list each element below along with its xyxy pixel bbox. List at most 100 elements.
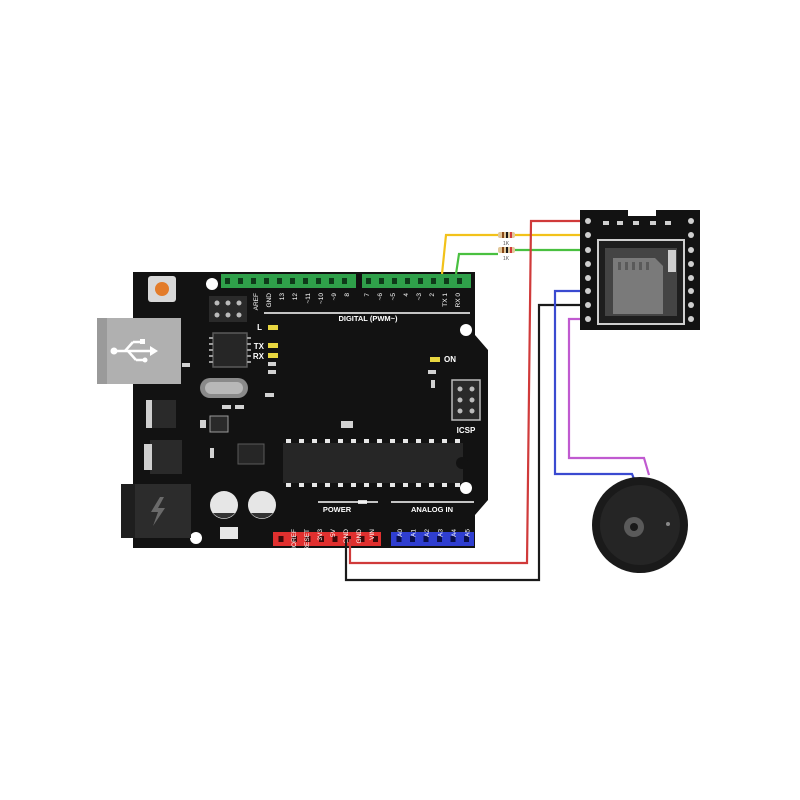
- digital-pin-label: ~10: [318, 293, 325, 304]
- power-header-sockets: [278, 536, 378, 542]
- header-socket: [437, 536, 442, 542]
- wire-black: [344, 303, 580, 582]
- speaker-center: [630, 523, 638, 531]
- header-socket: [278, 536, 284, 542]
- capacitor: [248, 491, 276, 519]
- wire-yellow: [440, 233, 498, 275]
- digital-pin-label: 4: [403, 293, 410, 297]
- analog-pin-label: A5: [465, 529, 472, 537]
- analog-pin-label: A1: [411, 529, 418, 537]
- regulator-tab: [146, 400, 152, 428]
- mount-hole: [190, 532, 202, 544]
- header-socket: [305, 536, 311, 542]
- chip-notch: [456, 457, 468, 469]
- pin-label-aref: AREF: [253, 293, 260, 310]
- digital-header-sockets: [225, 278, 462, 284]
- digital-pin-label: TX 1: [442, 293, 449, 307]
- header-socket: [292, 536, 297, 542]
- sd-card: [613, 258, 663, 314]
- led-l: [268, 325, 278, 330]
- header-socket: [319, 536, 324, 542]
- resistor-bottom: [498, 247, 515, 253]
- header-socket: [359, 536, 365, 542]
- analog-header-sockets: [396, 536, 469, 542]
- digital-pin-label: RX 0: [455, 293, 462, 308]
- led-on: [430, 357, 440, 362]
- digital-pin-label: 8: [344, 293, 351, 297]
- icsp-header: [451, 379, 481, 421]
- mount-hole: [206, 278, 218, 290]
- mount-hole: [460, 482, 472, 494]
- small-chip: [209, 415, 229, 433]
- wire-red: [348, 219, 580, 565]
- led-on-label: ON: [444, 355, 456, 364]
- analog-pin-label: A2: [424, 529, 431, 537]
- resistor-top-label: 1K: [503, 241, 510, 247]
- regulator: [150, 440, 182, 474]
- digital-pin-label: ~3: [416, 293, 423, 301]
- digital-pin-label: 12: [292, 293, 299, 301]
- usb-chip: [212, 332, 248, 368]
- header-socket: [332, 536, 338, 542]
- header-socket: [373, 536, 378, 542]
- regulator-tab: [144, 444, 152, 470]
- digital-pin-label: ~9: [331, 293, 338, 301]
- header-socket: [450, 536, 456, 542]
- power-pin-label: RESET: [304, 529, 311, 551]
- power-pin-label: VIN: [369, 529, 376, 540]
- digital-pin-label: 13: [279, 293, 286, 301]
- header-socket: [396, 536, 402, 542]
- crystal-oscillator-inner: [205, 382, 243, 394]
- analog-pin-label: A4: [451, 529, 458, 537]
- led-rx: [268, 353, 278, 358]
- mp3-top-parts: [603, 221, 671, 225]
- reset-button-cap: [155, 282, 169, 296]
- analog-pin-label: A3: [438, 529, 445, 537]
- microcontroller-chip: [283, 443, 463, 483]
- led-tx: [268, 343, 278, 348]
- capacitor-mark: [251, 513, 273, 519]
- capacitor: [210, 491, 238, 519]
- wire-green: [454, 252, 498, 275]
- regulator: [150, 400, 176, 428]
- analog-header: [391, 532, 474, 546]
- digital-header: [221, 274, 471, 288]
- header-socket: [423, 536, 429, 542]
- digital-header-left: [221, 274, 356, 288]
- resistor-bottom-label: 1K: [503, 256, 510, 262]
- analog-label: ANALOG IN: [411, 505, 453, 514]
- led-tx-label: TX: [254, 342, 265, 351]
- usb-icon-circle: [142, 357, 148, 363]
- header-socket: [410, 536, 415, 542]
- smd-components: [182, 362, 436, 539]
- usb-icon-square: [140, 339, 145, 344]
- resistor-top: [498, 232, 515, 238]
- wires: [344, 219, 651, 582]
- wire-purple: [567, 317, 651, 476]
- small-chip: [237, 443, 265, 465]
- sd-card-contacts: [618, 262, 649, 270]
- power-pin-label: IOREF: [291, 529, 298, 549]
- power-jack-front: [121, 484, 135, 538]
- sd-latch: [668, 250, 676, 272]
- microcontroller-pins-bottom: [286, 483, 460, 487]
- power-label: POWER: [323, 505, 352, 514]
- power-pin-label: GND: [356, 529, 363, 544]
- pin-label-gnd: GND: [266, 293, 273, 308]
- arduino-board: ICSP L TX RX ON AREF GND 1312~11~10~987~…: [97, 272, 488, 551]
- power-pin-label: 5V: [330, 528, 337, 537]
- digital-label: DIGITAL (PWM~): [338, 314, 398, 323]
- usb-icon: [114, 340, 150, 362]
- usb-chip-pins: [209, 337, 251, 363]
- icsp-header-small: [209, 296, 247, 322]
- speaker-terminal: [666, 522, 670, 526]
- digital-pin-label: ~6: [377, 293, 384, 301]
- mount-hole: [460, 324, 472, 336]
- capacitor-mark: [213, 513, 235, 519]
- header-socket: [346, 536, 351, 542]
- microcontroller-pins-top: [286, 439, 460, 443]
